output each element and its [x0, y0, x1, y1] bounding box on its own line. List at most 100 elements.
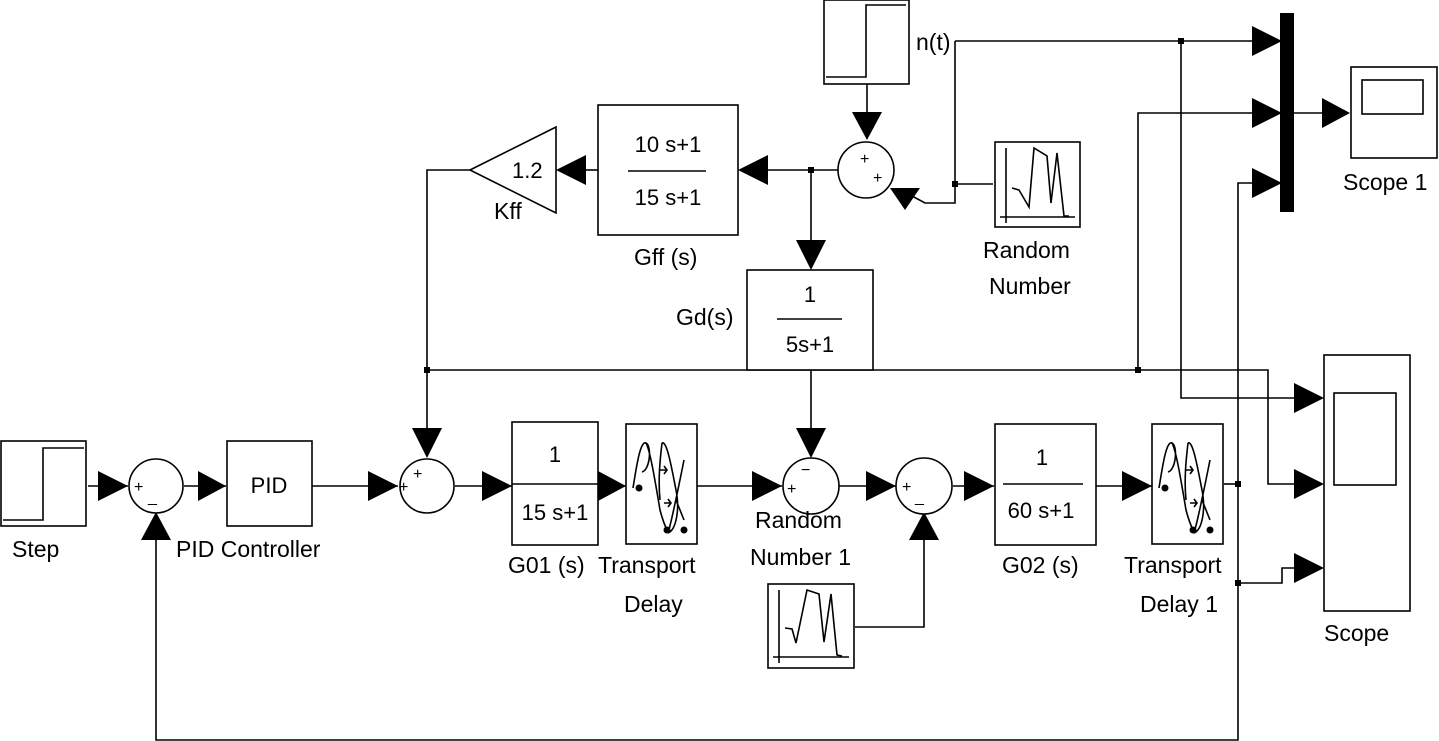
arrow-scope-port-3: [1294, 553, 1324, 583]
pid-controller-block[interactable]: PID PID Controller: [176, 440, 321, 562]
scope-icon: [1361, 79, 1424, 115]
arrow-scope-port-1: [1294, 383, 1324, 413]
arrow-into-gff: [738, 155, 768, 185]
g01-transfer-fcn-block[interactable]: 1 15 s+1 G01 (s): [508, 421, 599, 578]
branch-dot: [1178, 38, 1184, 44]
arrow-mux-port-3: [1252, 168, 1282, 198]
branch-dot: [1235, 481, 1241, 487]
random-number-1-block[interactable]: [767, 583, 855, 669]
scope-block[interactable]: Scope: [1323, 354, 1411, 646]
wire-kff-to-sum-ff[interactable]: [426, 169, 470, 432]
arrow-into-g02: [964, 471, 994, 501]
wire-nt-to-scope-port-1[interactable]: [1180, 41, 1300, 399]
gd-denominator: 5s+1: [786, 332, 834, 357]
arrow-into-scope-1: [1322, 98, 1350, 128]
random-number-block[interactable]: Random Number: [983, 141, 1081, 299]
transport-delay-block[interactable]: Transport Delay: [598, 423, 698, 617]
step-icon: [3, 447, 84, 521]
scope-1-block[interactable]: Scope 1: [1343, 66, 1438, 195]
wire-to-scope-port-2[interactable]: [1138, 369, 1300, 485]
transport-delay-1-label-1: Transport: [1124, 552, 1222, 578]
branch-points: [424, 38, 1241, 586]
arrow-into-transport-delay-1: [1122, 471, 1152, 501]
arrow-into-sum-noise: [866, 471, 896, 501]
branch-dot: [1135, 367, 1141, 373]
step-nt-block[interactable]: n(t): [823, 0, 951, 85]
sum-sign-plus: +: [860, 151, 869, 168]
wire-random-number-1-to-sum-noise[interactable]: [855, 540, 925, 628]
g02-label: G02 (s): [1002, 552, 1079, 578]
scope-icon: [1333, 392, 1397, 486]
g02-transfer-fcn-block[interactable]: 1 60 s+1 G02 (s): [994, 423, 1097, 578]
arrow-gd-into-sum-dist: [796, 428, 826, 458]
sum-sign-minus: −: [801, 462, 810, 479]
arrow-step-to-sum: [98, 471, 128, 501]
gff-label: Gff (s): [634, 244, 697, 270]
branch-dot: [952, 181, 958, 187]
sum-noise-block[interactable]: + _: [895, 457, 953, 515]
arrow-noise-into-sum-noise: [909, 512, 939, 540]
pid-label: PID Controller: [176, 536, 321, 562]
gff-denominator: 15 s+1: [635, 185, 702, 210]
arrow-scope-port-2: [1294, 469, 1324, 499]
random-number-label-2: Number: [989, 273, 1071, 299]
wire-feedback-bus[interactable]: [155, 182, 1272, 741]
arrow-into-transport-delay: [598, 471, 626, 501]
transport-delay-icon: [632, 442, 688, 534]
sum-sign-plus: +: [902, 479, 911, 496]
wire-random-number-to-sum-top[interactable]: [911, 183, 993, 204]
g02-numerator: 1: [1036, 445, 1048, 470]
random-number-label-1: Random: [983, 237, 1070, 263]
transport-delay-label-2: Delay: [624, 591, 683, 617]
sum-feedforward-block[interactable]: + +: [399, 458, 455, 514]
mux-block[interactable]: [1280, 13, 1294, 212]
gff-numerator: 10 s+1: [635, 132, 702, 157]
branch-dot: [808, 167, 814, 173]
sum-sign-plus: +: [873, 170, 882, 187]
arrow-mux-port-2: [1252, 98, 1282, 128]
wire-to-mux-port-2[interactable]: [1137, 112, 1258, 370]
random-number-1-label-1: Random: [755, 507, 842, 533]
sum-top-block[interactable]: + +: [837, 141, 895, 199]
kff-gain-block[interactable]: 1.2 Kff: [468, 125, 557, 224]
g01-numerator: 1: [549, 442, 561, 467]
arrow-into-gd: [796, 240, 826, 270]
gff-transfer-fcn-block[interactable]: 10 s+1 15 s+1 Gff (s): [597, 104, 739, 270]
transport-delay-label-1: Transport: [598, 552, 696, 578]
scope-label: Scope: [1324, 620, 1389, 646]
sum-sign-plus: +: [413, 466, 422, 483]
arrowheads: [98, 26, 1350, 583]
arrow-into-kff: [556, 155, 586, 185]
step-label: Step: [12, 536, 59, 562]
sum-sign-minus: _: [914, 489, 925, 506]
step-block[interactable]: Step: [0, 440, 87, 562]
branch-dot: [424, 367, 430, 373]
transport-delay-1-block[interactable]: Transport Delay 1: [1124, 423, 1224, 617]
g01-label: G01 (s): [508, 552, 585, 578]
random-signal-icon: [1000, 146, 1075, 223]
sum-sign-plus: +: [134, 479, 143, 496]
g02-denominator: 60 s+1: [1008, 498, 1075, 523]
arrow-mux-port-1: [1252, 26, 1282, 56]
gd-label: Gd(s): [676, 304, 734, 330]
arrow-feedback-into-sum-error: [141, 512, 171, 540]
step-icon: [826, 4, 906, 78]
transport-delay-icon: [1158, 442, 1214, 534]
sum-error-block[interactable]: + _: [128, 458, 184, 514]
arrow-kff-into-sum-ff: [412, 428, 442, 458]
arrow-into-g01: [482, 471, 512, 501]
gd-numerator: 1: [804, 282, 816, 307]
step-nt-label: n(t): [916, 29, 951, 55]
pid-text: PID: [251, 473, 288, 498]
branch-dot: [1235, 580, 1241, 586]
arrow-step-nt-into-sum-top: [852, 112, 882, 140]
random-number-1-label-2: Number 1: [750, 544, 851, 570]
transport-delay-1-label-2: Delay 1: [1140, 591, 1218, 617]
sum-disturbance-block[interactable]: + − Random Number 1: [750, 457, 851, 570]
gd-transfer-fcn-block[interactable]: 1 5s+1 Gd(s): [676, 269, 874, 371]
arrow-into-sum-dist: [752, 471, 782, 501]
arrow-pid-to-sum-ff: [368, 471, 398, 501]
random-signal-icon: [773, 588, 849, 663]
wire-to-scope-port-3[interactable]: [1238, 567, 1300, 584]
